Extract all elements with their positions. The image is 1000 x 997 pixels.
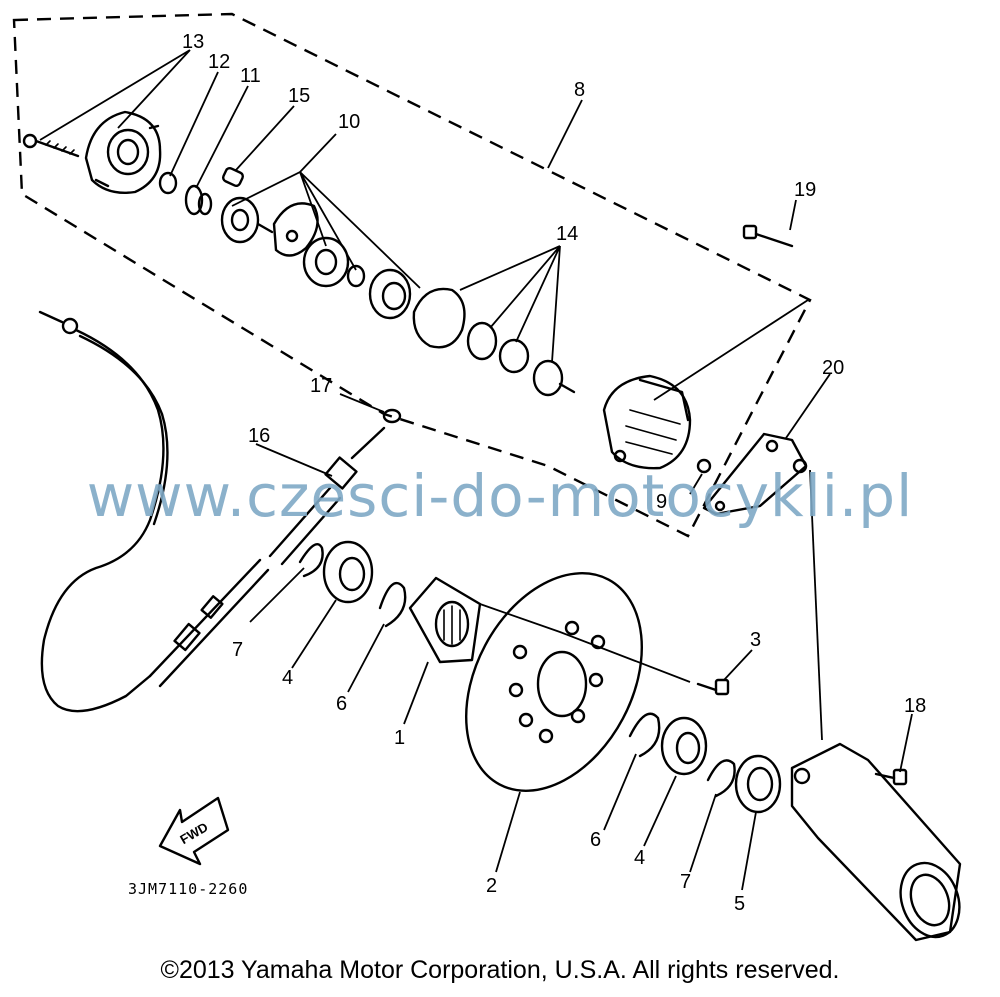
callout-2: 2 [486, 875, 497, 897]
callout-15: 15 [288, 85, 310, 107]
pin-15 [222, 166, 244, 188]
fwd-arrow-icon: FWD [158, 796, 230, 866]
bolt-3 [696, 678, 730, 696]
hub-1 [408, 576, 482, 664]
brake-disc-2 [465, 572, 643, 792]
callout-8: 8 [574, 79, 585, 101]
callout-7b: 7 [680, 871, 691, 893]
bearing-upper [368, 268, 412, 320]
housing-cover [84, 110, 162, 194]
callout-19: 19 [794, 179, 816, 201]
callout-4a: 4 [282, 667, 293, 689]
plate-cam [272, 202, 319, 257]
gearbox-housing [602, 374, 692, 470]
spring-17 [382, 408, 402, 424]
callout-6b: 6 [590, 829, 601, 851]
leader-lines [39, 49, 913, 891]
spring-small [346, 264, 366, 288]
circlip-6b [628, 712, 661, 758]
adjuster-16 [268, 426, 386, 566]
circlip-7a [298, 543, 324, 578]
callout-11: 11 [240, 65, 261, 87]
bearing-4b [660, 716, 708, 776]
o-ring-14a [466, 321, 498, 361]
callout-5: 5 [734, 893, 745, 915]
washer-12 [158, 171, 178, 195]
ratchet-plate [302, 236, 350, 288]
circlip-7b [706, 759, 736, 798]
callout-3: 3 [750, 629, 761, 651]
callout-13: 13 [182, 31, 204, 53]
callout-4b: 4 [634, 847, 645, 869]
copyright-notice: ©2013 Yamaha Motor Corporation, U.S.A. A… [160, 956, 840, 984]
callout-12: 12 [208, 51, 230, 73]
axle-housing [790, 742, 962, 942]
callout-14: 14 [556, 223, 578, 245]
nut-9 [696, 458, 712, 474]
callout-1: 1 [394, 727, 405, 749]
callout-17: 17 [310, 375, 332, 397]
brake-cable [38, 310, 270, 713]
circlip-6a [378, 582, 407, 628]
callout-9: 9 [656, 491, 667, 513]
bracket-20 [702, 432, 808, 516]
callout-10: 10 [338, 111, 360, 133]
part-code: 3JM7110-2260 [128, 880, 248, 898]
callout-6a: 6 [336, 693, 347, 715]
seal-14b [498, 338, 530, 374]
callout-20: 20 [822, 357, 844, 379]
plug-14c [532, 359, 576, 397]
gasket [412, 287, 466, 349]
fwd-label: FWD [177, 819, 210, 847]
bolt-19 [742, 224, 794, 248]
bearing-4a [322, 540, 374, 604]
assembly-boundary-group-8 [12, 12, 812, 538]
callout-16: 16 [248, 425, 270, 447]
gear-11 [184, 184, 213, 216]
callout-18: 18 [904, 695, 926, 717]
oil-seal-5 [734, 754, 782, 814]
drive-gear [220, 196, 274, 244]
bolt-18 [874, 768, 908, 786]
callout-7a: 7 [232, 639, 243, 661]
bolt-13 [22, 133, 80, 158]
